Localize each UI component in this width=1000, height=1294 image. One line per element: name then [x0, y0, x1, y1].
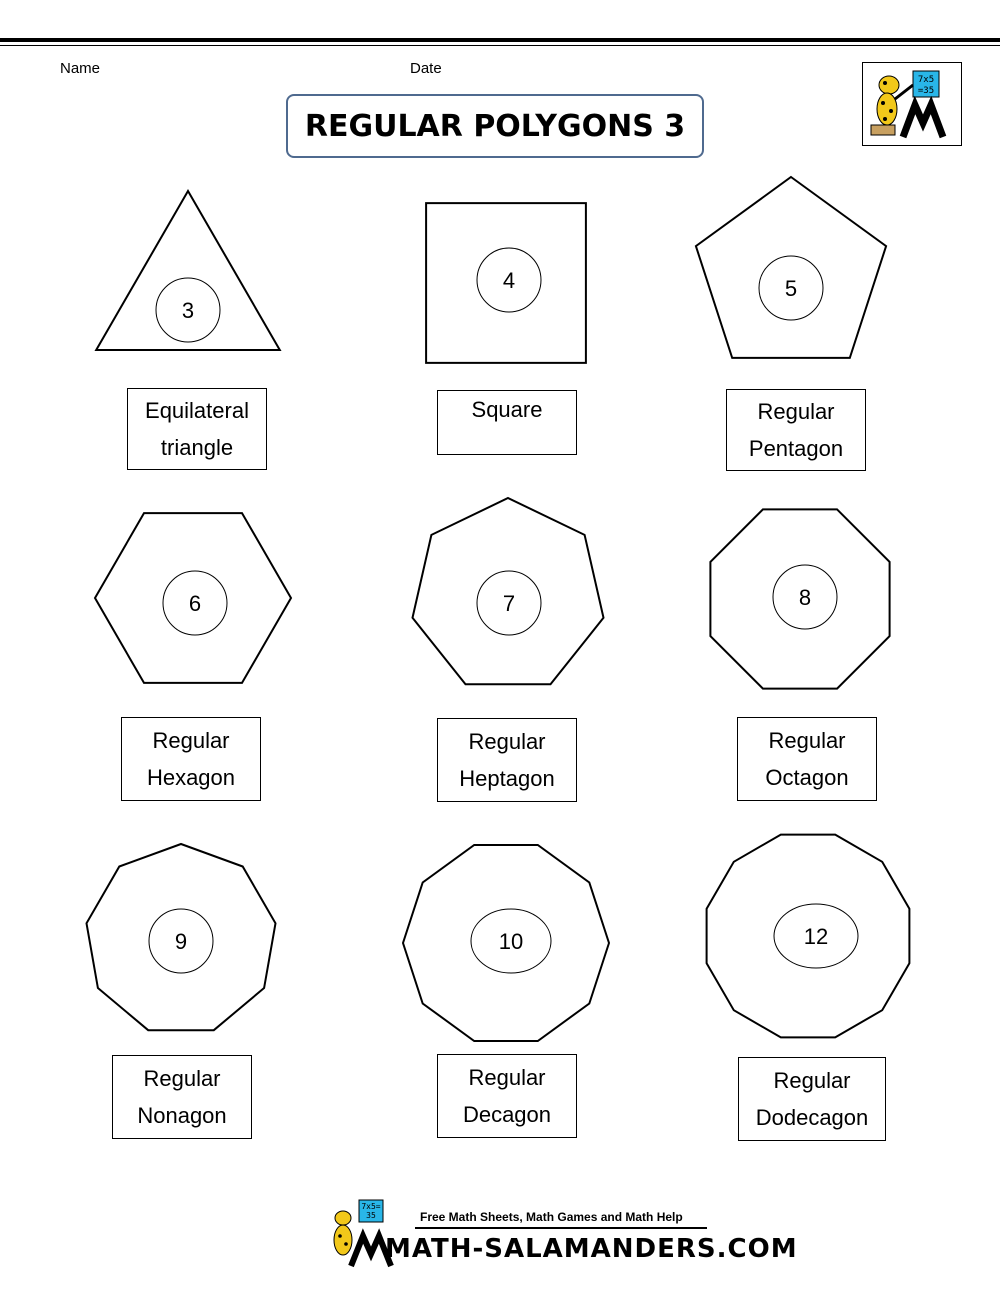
polygon-9-sides — [85, 842, 277, 1032]
svg-text:35: 35 — [366, 1211, 376, 1220]
side-count-number: 10 — [499, 929, 523, 954]
side-count-circle — [155, 277, 221, 343]
polygon-name-line: Regular — [768, 728, 846, 753]
side-count-circle — [162, 570, 228, 636]
side-count-circle — [148, 908, 214, 974]
polygon-10-sides — [401, 844, 611, 1042]
side-count-circle — [758, 255, 824, 321]
side-count-number: 9 — [175, 929, 187, 954]
svg-text:7x5=: 7x5= — [361, 1202, 380, 1211]
polygon-name-line: Pentagon — [748, 436, 844, 461]
polygon-name-label: Square — [437, 390, 577, 455]
side-count-circle — [773, 903, 859, 969]
name-label: Name — [60, 60, 101, 77]
polygon-name-line: Nonagon — [137, 1103, 227, 1128]
polygon-5-sides — [694, 175, 888, 359]
side-count-number: 4 — [503, 268, 515, 293]
polygon-name-line: triangle — [160, 435, 234, 460]
side-count-number: 8 — [799, 585, 811, 610]
footer-tagline: Free Math Sheets, Math Games and Math He… — [420, 1210, 683, 1224]
side-count-number: 3 — [182, 298, 194, 323]
side-count-circle — [470, 908, 552, 974]
polygon-name-line: Regular — [468, 1065, 546, 1090]
polygon-12-sides — [705, 833, 911, 1039]
polygon-name-line: Regular — [468, 729, 546, 754]
polygon-name-line: Hexagon — [146, 765, 236, 790]
side-count-circle — [476, 247, 542, 313]
side-count-number: 7 — [503, 591, 515, 616]
polygon-name-line: Decagon — [462, 1102, 552, 1127]
svg-text:7x5: 7x5 — [918, 75, 934, 85]
side-count-number: 5 — [785, 276, 797, 301]
polygon-name-line: Heptagon — [459, 766, 555, 791]
salamander-teacher-icon: 7x5 =35 — [862, 62, 962, 146]
top-rule-thin — [0, 45, 1000, 46]
svg-text:=35: =35 — [918, 86, 934, 96]
polygon-name-line: Square — [471, 397, 543, 422]
polygon-name-line: Octagon — [765, 765, 849, 790]
polygon-name-line: Equilateral — [145, 398, 249, 423]
polygon-name-line: Regular — [773, 1068, 851, 1093]
side-count-circle — [772, 564, 838, 630]
page-title: REGULAR POLYGONS 3 — [286, 94, 704, 158]
page-title-text: REGULAR POLYGONS 3 — [304, 108, 686, 144]
polygon-8-sides — [709, 508, 891, 690]
side-count-number: 6 — [189, 591, 201, 616]
polygon-name-line: Regular — [757, 399, 835, 424]
footer-site-name: MATH-SALAMANDERS.COM — [385, 1234, 798, 1264]
polygon-name-line: Dodecagon — [755, 1105, 869, 1130]
footer: 7x5= 35 Free Math Sheets, Math Games and… — [325, 1196, 797, 1268]
side-count-circle — [476, 570, 542, 636]
polygon-name-line: Regular — [152, 728, 230, 753]
polygon-name-label: Equilateral triangle — [127, 388, 267, 470]
salamander-logo-icon: 7x5= 35 — [333, 1199, 394, 1268]
polygon-name-line: Regular — [143, 1066, 221, 1091]
date-label: Date — [410, 60, 442, 77]
polygon-7-sides — [411, 496, 605, 686]
top-rule — [0, 38, 1000, 42]
side-count-number: 12 — [804, 924, 828, 949]
polygon-3-sides — [94, 189, 282, 351]
polygon-6-sides — [93, 512, 293, 684]
polygon-4-sides — [425, 202, 587, 364]
footer-rule — [415, 1227, 707, 1229]
